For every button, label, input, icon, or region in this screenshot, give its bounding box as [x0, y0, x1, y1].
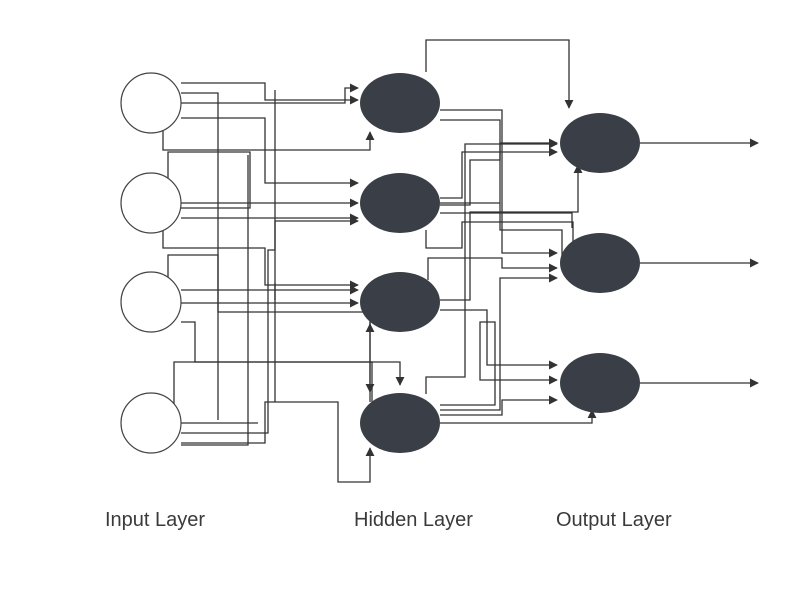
connection-line: [167, 254, 371, 330]
nodes: [120, 72, 640, 454]
connection-line: [162, 218, 359, 290]
connection-line: [173, 361, 373, 410]
connection-lines: [162, 39, 759, 483]
connection-line: [181, 401, 375, 483]
connection-line: [425, 221, 574, 252]
input-layer-label: Input Layer: [105, 509, 206, 531]
input-node: [120, 271, 182, 333]
input-node: [120, 72, 182, 134]
connection-line: [440, 109, 558, 258]
connection-line: [440, 309, 558, 370]
connection-line: [167, 151, 251, 209]
connection-line: [181, 92, 219, 420]
connection-line: [162, 128, 375, 151]
connection-line: [425, 139, 558, 394]
connection-line: [427, 257, 558, 280]
hidden-node: [360, 73, 440, 133]
output-node: [560, 113, 640, 173]
connection-line: [440, 164, 583, 301]
connection-line: [440, 321, 558, 406]
connection-line: [440, 147, 558, 199]
connection-line: [181, 82, 359, 105]
hidden-layer-label: Hidden Layer: [354, 509, 473, 531]
hidden-node: [360, 272, 440, 332]
connection-line: [181, 321, 405, 386]
connection-line: [425, 39, 574, 109]
connection-line: [440, 273, 558, 411]
output-layer-label: Output Layer: [556, 509, 672, 531]
connection-line: [440, 395, 558, 416]
input-node: [120, 172, 182, 234]
connection-line: [440, 409, 597, 424]
hidden-node: [360, 393, 440, 453]
connection-line: [181, 216, 359, 434]
connection-line: [181, 155, 249, 446]
input-node: [120, 392, 182, 454]
hidden-node: [360, 173, 440, 233]
output-node: [560, 233, 640, 293]
connection-line: [181, 83, 359, 104]
connection-line: [440, 119, 563, 263]
connection-line: [440, 212, 573, 228]
output-node: [560, 353, 640, 413]
